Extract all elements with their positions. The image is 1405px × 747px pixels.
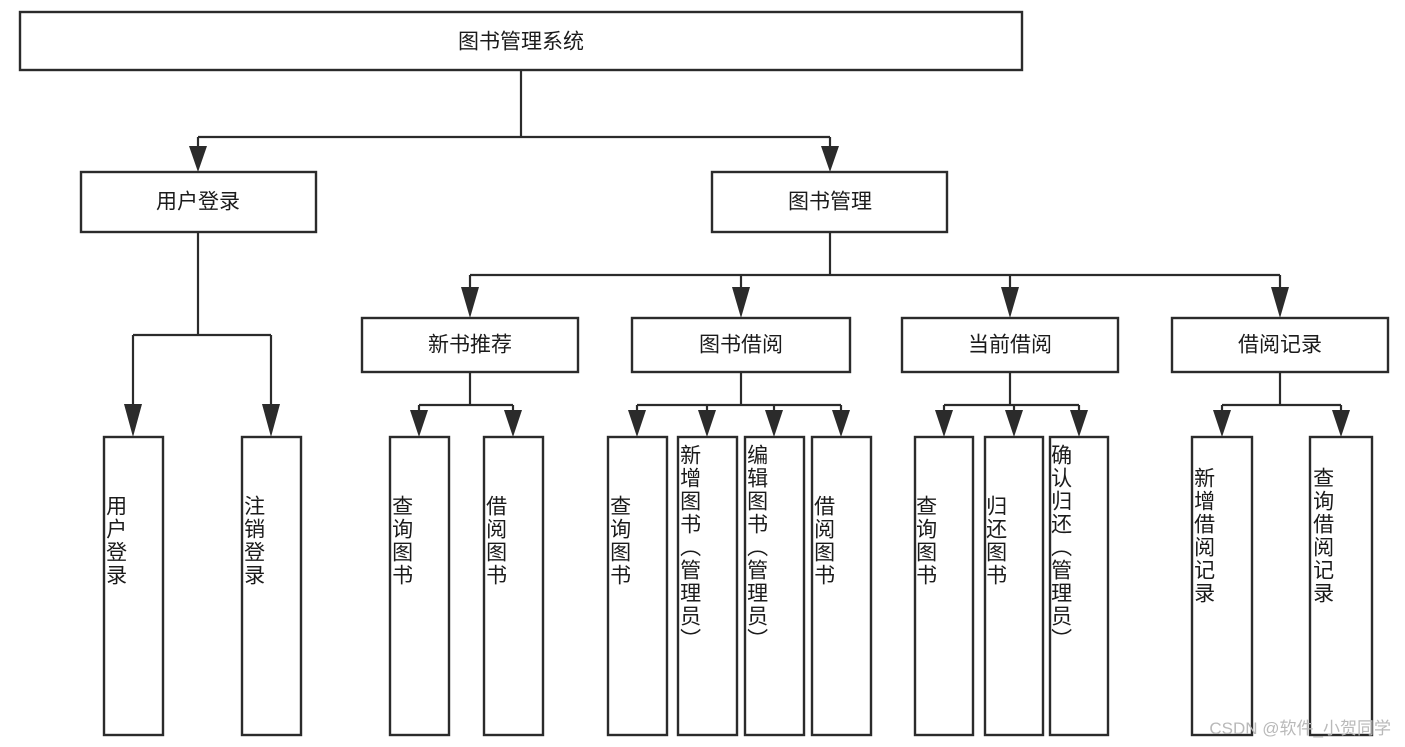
leaf-node-borrow-book-borrow[interactable]: 借阅图书	[810, 435, 873, 737]
arrow-head-borrow-1	[628, 410, 646, 437]
arrow-head-current-3	[1070, 410, 1088, 437]
arrow-head-borrow-3	[765, 410, 783, 437]
node-new-book-recommend-label: 新书推荐	[428, 334, 512, 357]
arrow-head-level2-2	[821, 146, 839, 172]
node-current-borrow-box[interactable]	[900, 316, 1120, 374]
leaf-node-edit-book-admin-label: 编辑图书（管理员）	[745, 444, 769, 651]
arrow-head-level3-1	[461, 287, 479, 318]
leaf-node-borrow-book-borrow-box[interactable]	[810, 435, 873, 737]
node-book-management-label: 图书管理	[788, 191, 872, 214]
arrow-head-record-1	[1213, 410, 1231, 437]
node-book-management[interactable]: 图书管理	[710, 170, 949, 234]
node-borrow-record-label: 借阅记录	[1238, 334, 1322, 357]
leaf-node-query-borrow-record-box[interactable]	[1308, 435, 1374, 737]
node-user-login-box[interactable]	[79, 170, 318, 234]
node-user-login[interactable]: 用户登录	[79, 170, 318, 234]
node-current-borrow[interactable]: 当前借阅	[900, 316, 1120, 374]
node-borrow-record-box[interactable]	[1170, 316, 1390, 374]
leaf-node-user-login-box[interactable]	[102, 435, 165, 737]
leaf-node-borrow-book-borrow-label: 借阅图书	[812, 495, 836, 587]
leaf-node-query-book-borrow-label: 查询图书	[608, 495, 632, 587]
arrow-head-borrow-2	[698, 410, 716, 437]
leaf-node-query-book-borrow[interactable]: 查询图书	[606, 435, 669, 737]
leaf-node-edit-book-admin[interactable]: 编辑图书（管理员）	[743, 435, 806, 737]
leaf-node-add-book-admin[interactable]: 新增图书（管理员）	[676, 435, 739, 737]
arrow-head-current-2	[1005, 410, 1023, 437]
leaf-node-add-book-admin-label: 新增图书（管理员）	[678, 444, 702, 651]
leaf-node-confirm-return-admin-label: 确认归还（管理员）	[1049, 444, 1073, 651]
leaf-node-edit-book-admin-box[interactable]	[743, 435, 806, 737]
arrow-head-level2-1	[189, 146, 207, 172]
leaf-node-logout[interactable]: 注销登录	[240, 435, 303, 737]
leaf-node-add-borrow-record-box[interactable]	[1190, 435, 1254, 737]
leaf-node-return-book-box[interactable]	[983, 435, 1045, 737]
arrow-head-userlogin-1	[124, 404, 142, 437]
arrow-head-borrow-4	[832, 410, 850, 437]
arrow-head-level3-4	[1271, 287, 1289, 318]
node-book-borrow[interactable]: 图书借阅	[630, 316, 852, 374]
leaf-node-return-book-label: 归还图书	[984, 495, 1008, 587]
leaf-node-query-book-current-label: 查询图书	[914, 495, 938, 587]
leaf-node-borrow-book-newbook[interactable]: 借阅图书	[482, 435, 545, 737]
node-book-borrow-box[interactable]	[630, 316, 852, 374]
arrow-head-current-1	[935, 410, 953, 437]
leaf-node-borrow-book-newbook-label: 借阅图书	[484, 495, 508, 587]
node-borrow-record[interactable]: 借阅记录	[1170, 316, 1390, 374]
node-new-book-recommend[interactable]: 新书推荐	[360, 316, 580, 374]
leaf-node-query-borrow-record-label: 查询借阅记录	[1311, 467, 1335, 605]
leaf-node-confirm-return-admin-box[interactable]	[1048, 435, 1110, 737]
node-root-box[interactable]	[18, 10, 1024, 72]
leaf-node-borrow-book-newbook-box[interactable]	[482, 435, 545, 737]
leaf-node-user-login[interactable]: 用户登录	[102, 435, 165, 737]
arrow-head-newbook-1	[410, 410, 428, 437]
leaf-node-user-login-label: 用户登录	[104, 495, 128, 587]
leaf-node-logout-box[interactable]	[240, 435, 303, 737]
node-new-book-recommend-box[interactable]	[360, 316, 580, 374]
leaf-node-add-borrow-record-label: 新增借阅记录	[1192, 467, 1216, 605]
leaf-node-query-book-newbook-label: 查询图书	[390, 495, 414, 587]
arrow-head-record-2	[1332, 410, 1350, 437]
leaf-node-add-borrow-record[interactable]: 新增借阅记录	[1190, 435, 1254, 737]
arrow-head-newbook-2	[504, 410, 522, 437]
leaf-node-query-book-newbook-box[interactable]	[388, 435, 451, 737]
leaf-node-query-book-borrow-box[interactable]	[606, 435, 669, 737]
arrow-head-level3-3	[1001, 287, 1019, 318]
leaf-node-query-borrow-record[interactable]: 查询借阅记录	[1308, 435, 1374, 737]
leaf-node-query-book-current[interactable]: 查询图书	[913, 435, 975, 737]
node-current-borrow-label: 当前借阅	[968, 334, 1052, 357]
node-root[interactable]: 图书管理系统	[18, 10, 1024, 72]
arrow-head-level3-2	[732, 287, 750, 318]
leaf-node-return-book[interactable]: 归还图书	[983, 435, 1045, 737]
leaf-node-confirm-return-admin[interactable]: 确认归还（管理员）	[1048, 435, 1110, 737]
node-root-label: 图书管理系统	[458, 31, 584, 54]
node-book-management-box[interactable]	[710, 170, 949, 234]
node-user-login-label: 用户登录	[156, 191, 240, 214]
leaf-node-logout-label: 注销登录	[242, 495, 266, 587]
leaf-node-query-book-newbook[interactable]: 查询图书	[388, 435, 451, 737]
leaf-node-query-book-current-box[interactable]	[913, 435, 975, 737]
leaf-node-add-book-admin-box[interactable]	[676, 435, 739, 737]
arrow-head-userlogin-2	[262, 404, 280, 437]
node-book-borrow-label: 图书借阅	[699, 334, 783, 357]
connector-group	[124, 70, 1350, 437]
